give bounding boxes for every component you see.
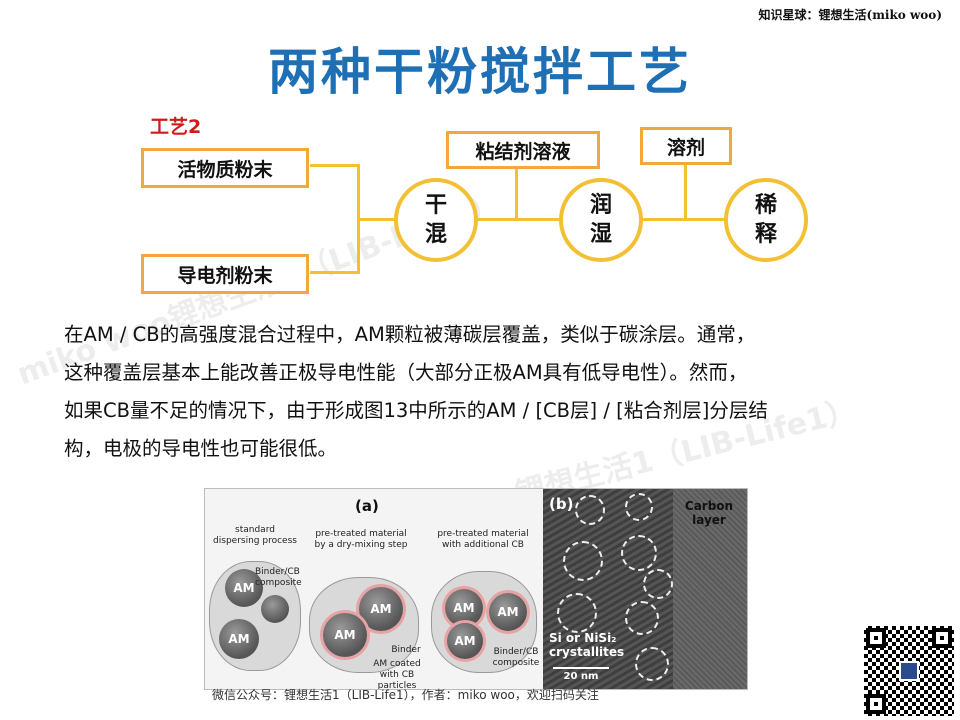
input-conductive-agent: 导电剂粉末 — [141, 254, 309, 294]
am-particle: AM — [445, 589, 483, 627]
qr-logo-icon — [899, 661, 919, 681]
header-watermark: 知识星球：锂想生活(miko woo) — [758, 8, 942, 22]
figure-panel-a: (a) standard dispersing process pre-trea… — [205, 489, 543, 689]
scale-label: 20 nm — [563, 671, 599, 682]
crystallite — [625, 493, 653, 521]
qr-finder — [866, 628, 886, 648]
connector — [515, 165, 518, 220]
page-title: 两种干粉搅拌工艺 — [268, 43, 692, 101]
crystallite — [625, 601, 659, 635]
crystallite — [643, 569, 673, 599]
panel-a-col1-title: standard dispersing process — [213, 525, 297, 546]
step-text: 混 — [424, 222, 447, 247]
qr-code-icon[interactable] — [862, 624, 956, 718]
crystallite — [621, 535, 657, 571]
connector — [310, 271, 360, 274]
panel-a-label: (a) — [355, 497, 379, 515]
am-particle — [261, 595, 289, 623]
step-text: 干 — [424, 193, 447, 218]
connector — [684, 163, 687, 220]
step-wetting: 润 湿 — [559, 178, 643, 262]
process-label: 工艺2 — [150, 116, 202, 138]
step-text: 稀 — [754, 193, 777, 218]
panel-a-col2-title: pre-treated material by a dry-mixing ste… — [314, 529, 408, 550]
am-particle: AM — [447, 623, 483, 659]
am-particle: AM — [323, 613, 367, 657]
crystallite — [557, 593, 597, 633]
crystallite — [635, 647, 669, 681]
paragraph-line: 在AM / CB的高强度混合过程中，AM颗粒被薄碳层覆盖，类似于碳涂层。通常， — [64, 323, 756, 346]
note-binder-cb-2: Binder/CB composite — [492, 647, 540, 668]
footer-caption: 微信公众号：锂想生活1（LIB-Life1），作者：miko woo，欢迎扫码关… — [212, 688, 599, 702]
paragraph-line: 如果CB量不足的情况下，由于形成图13中所示的AM / [CB层] / [粘合剂… — [64, 399, 768, 422]
crystallite — [563, 541, 603, 581]
qr-finder — [932, 628, 952, 648]
carbon-layer-label: Carbon layer — [684, 499, 734, 527]
step-text: 湿 — [589, 222, 612, 247]
connector — [357, 218, 397, 221]
panel-a-col3-title: pre-treated material with additional CB — [437, 529, 529, 550]
am-particle: AM — [489, 593, 527, 631]
additive-solvent: 溶剂 — [640, 127, 732, 165]
figure-panel-b: (b) Carbon layer Si or NiSi₂ crystallite… — [543, 489, 747, 689]
panel-b-label: (b) — [549, 495, 574, 513]
figure-13: (a) standard dispersing process pre-trea… — [204, 488, 748, 690]
note-binder-cb: Binder/CB composite — [255, 567, 302, 588]
am-particle: AM — [219, 619, 259, 659]
step-dry-mix: 干 混 — [394, 178, 478, 262]
step-dilution: 稀 释 — [724, 178, 808, 262]
step-text: 释 — [754, 222, 777, 247]
note-coated: AM coated with CB particles — [373, 659, 421, 690]
note-binder: Binder — [391, 645, 421, 655]
crystallites-label: Si or NiSi₂ crystallites — [549, 631, 625, 659]
connector — [310, 164, 360, 167]
step-text: 润 — [589, 193, 612, 218]
am-particle: AM — [359, 587, 403, 631]
scale-bar — [553, 667, 609, 669]
qr-finder — [866, 694, 886, 714]
am-particle: AM — [225, 569, 263, 607]
paragraph-line: 构，电极的导电性也可能很低。 — [64, 437, 338, 460]
connector — [476, 218, 561, 221]
paragraph-line: 这种覆盖层基本上能改善正极导电性能（大部分正极AM具有低导电性）。然而， — [64, 361, 748, 384]
input-active-material: 活物质粉末 — [141, 148, 309, 188]
body-paragraph: 在AM / CB的高强度混合过程中，AM颗粒被薄碳层覆盖，类似于碳涂层。通常， … — [64, 316, 924, 468]
crystallite — [575, 495, 605, 525]
additive-binder-solution: 粘结剂溶液 — [446, 131, 600, 169]
